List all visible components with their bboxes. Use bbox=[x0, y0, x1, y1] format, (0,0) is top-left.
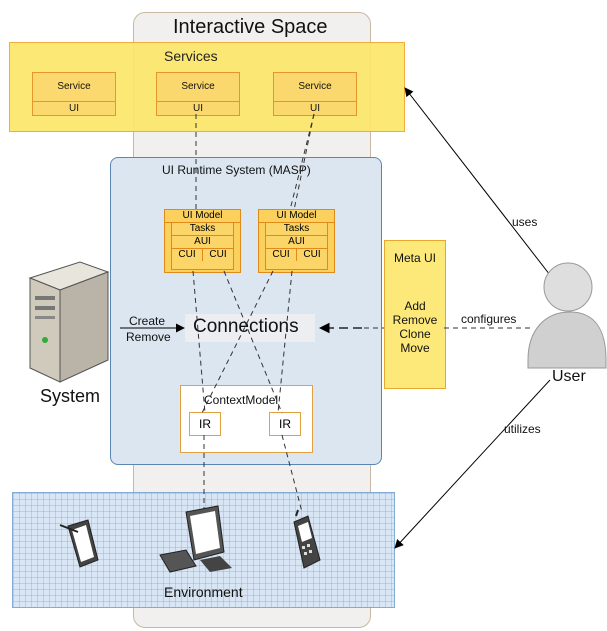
remove-label: Remove bbox=[126, 330, 171, 344]
link-cui-ir-3 bbox=[201, 270, 274, 414]
service-label: Service bbox=[274, 73, 356, 102]
link-cui-ir-2 bbox=[223, 270, 283, 414]
service-label: Service bbox=[33, 73, 115, 102]
services-panel: Services Service UI Service UI Service U… bbox=[9, 42, 405, 132]
ir-box: IR bbox=[269, 412, 301, 436]
ui-model-aui: AUI bbox=[172, 236, 233, 249]
connections-label: Connections bbox=[193, 316, 299, 337]
utilizes-label: utilizes bbox=[504, 422, 541, 436]
meta-ui-action: Remove bbox=[392, 313, 438, 327]
configures-label: configures bbox=[461, 312, 517, 326]
ui-model-box: UI Model Tasks AUI CUI CUI bbox=[258, 209, 335, 273]
link-cui-ir-4 bbox=[277, 270, 293, 414]
service-ui-label: UI bbox=[69, 103, 79, 114]
ui-model-cui: CUI bbox=[296, 249, 327, 261]
link-service2-uimodel-b bbox=[289, 113, 315, 211]
meta-ui-action: Clone bbox=[399, 327, 431, 341]
interactive-space-title: Interactive Space bbox=[173, 16, 328, 38]
ui-runtime-system-title: UI Runtime System (MASP) bbox=[162, 163, 311, 177]
ui-model-cui: CUI bbox=[272, 249, 290, 260]
meta-ui-action: Move bbox=[400, 341, 430, 355]
server-icon bbox=[28, 261, 110, 383]
context-model-title: ContextModel bbox=[204, 393, 279, 407]
ui-model-aui: AUI bbox=[266, 236, 327, 249]
desktop-computer-icon bbox=[159, 505, 232, 573]
service-box: Service UI bbox=[156, 72, 240, 116]
ui-model-cui: CUI bbox=[202, 249, 233, 261]
services-title: Services bbox=[164, 48, 218, 64]
meta-ui-title: Meta UI bbox=[393, 251, 436, 265]
ir-box: IR bbox=[189, 412, 221, 436]
ui-model-tasks: Tasks bbox=[266, 223, 327, 236]
arrow-user-utilizes-environment bbox=[394, 379, 551, 549]
tablet-icon bbox=[59, 519, 99, 568]
user-icon bbox=[527, 262, 607, 369]
mobile-phone-icon bbox=[293, 509, 321, 569]
uses-label: uses bbox=[512, 215, 538, 229]
ui-model-tasks: Tasks bbox=[172, 223, 233, 236]
ui-model-cui: CUI bbox=[178, 249, 196, 260]
meta-ui-panel: Meta UI Add Remove Clone Move bbox=[384, 240, 446, 389]
service-box: Service UI bbox=[32, 72, 116, 116]
arrow-user-uses-services bbox=[404, 87, 551, 276]
link-ir-phone bbox=[281, 434, 303, 513]
service-ui-label: UI bbox=[193, 103, 203, 114]
meta-ui-action: Add bbox=[404, 299, 426, 313]
connections-box bbox=[185, 314, 315, 342]
system-label: System bbox=[40, 386, 101, 406]
create-label: Create bbox=[129, 314, 166, 328]
service-box: Service UI bbox=[273, 72, 357, 116]
ui-model-box: UI Model Tasks AUI CUI CUI bbox=[164, 209, 241, 273]
service-ui-label: UI bbox=[310, 103, 320, 114]
service-label: Service bbox=[157, 73, 239, 102]
link-service2-uimodel bbox=[293, 113, 315, 211]
environment-label: Environment bbox=[164, 584, 243, 600]
context-model-box: ContextModel IR IR bbox=[180, 385, 313, 453]
user-label: User bbox=[552, 368, 586, 385]
link-cui-ir-1 bbox=[192, 270, 206, 414]
